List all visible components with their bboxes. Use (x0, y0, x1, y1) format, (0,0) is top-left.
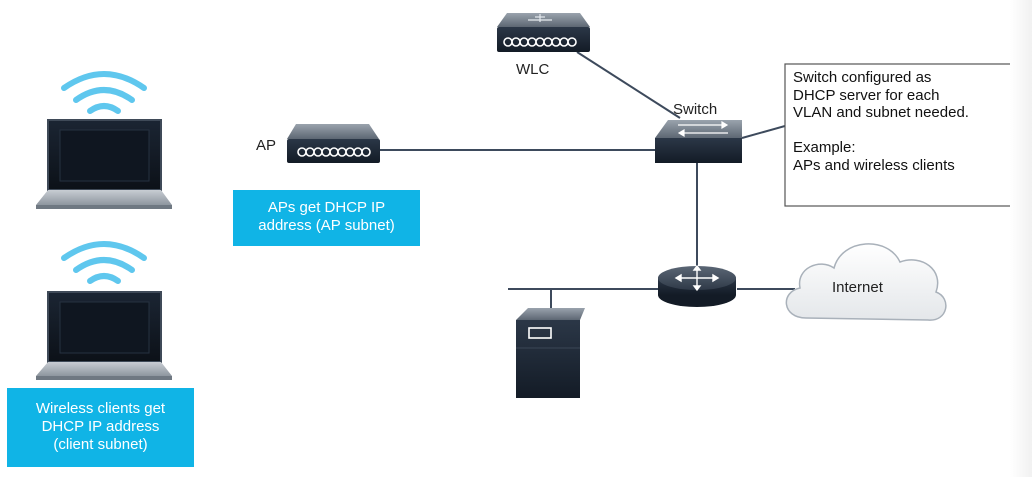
switch-label: Switch (673, 101, 718, 118)
clients-dhcp-line-2: DHCP IP address (41, 418, 160, 435)
note-line-2: DHCP server for each (793, 86, 940, 104)
page-edge-shadow (1010, 0, 1032, 477)
ap-label: AP (256, 137, 277, 154)
wifi-icon (61, 241, 147, 284)
cloud-icon (785, 243, 947, 321)
switch-icon (655, 120, 742, 163)
note-line-6: APs and wireless clients (793, 156, 955, 174)
links (380, 51, 795, 312)
laptop-icon (36, 291, 172, 380)
access-point-icon (287, 124, 380, 163)
clients-dhcp-callout: Wireless clients get DHCP IP address (cl… (7, 388, 194, 467)
wlc-label: WLC (516, 61, 550, 78)
ap-dhcp-line-2: address (AP subnet) (258, 217, 395, 234)
clients-dhcp-line-1: Wireless clients get (35, 400, 166, 417)
clients-dhcp-line-3: (client subnet) (53, 436, 148, 453)
server-icon (516, 308, 585, 398)
note-line-1: Switch configured as (793, 69, 932, 86)
laptop-icon (36, 119, 172, 209)
note-line-5: Example: (793, 139, 856, 156)
wifi-icon (61, 71, 147, 114)
ap-dhcp-line-1: APs get DHCP IP (267, 199, 386, 216)
wlc-icon (497, 13, 590, 52)
note-box (784, 63, 1016, 207)
ap-dhcp-callout: APs get DHCP IP address (AP subnet) (233, 190, 420, 246)
switch-config-note: Switch configured as DHCP server for eac… (785, 64, 1015, 206)
internet-label: Internet (832, 279, 883, 296)
note-line-4 (793, 122, 1015, 140)
link-switch-note (741, 125, 786, 139)
note-line-3: VLAN and subnet needed. (793, 104, 969, 121)
link-wlc-switch (576, 51, 681, 119)
router-icon (658, 264, 736, 307)
